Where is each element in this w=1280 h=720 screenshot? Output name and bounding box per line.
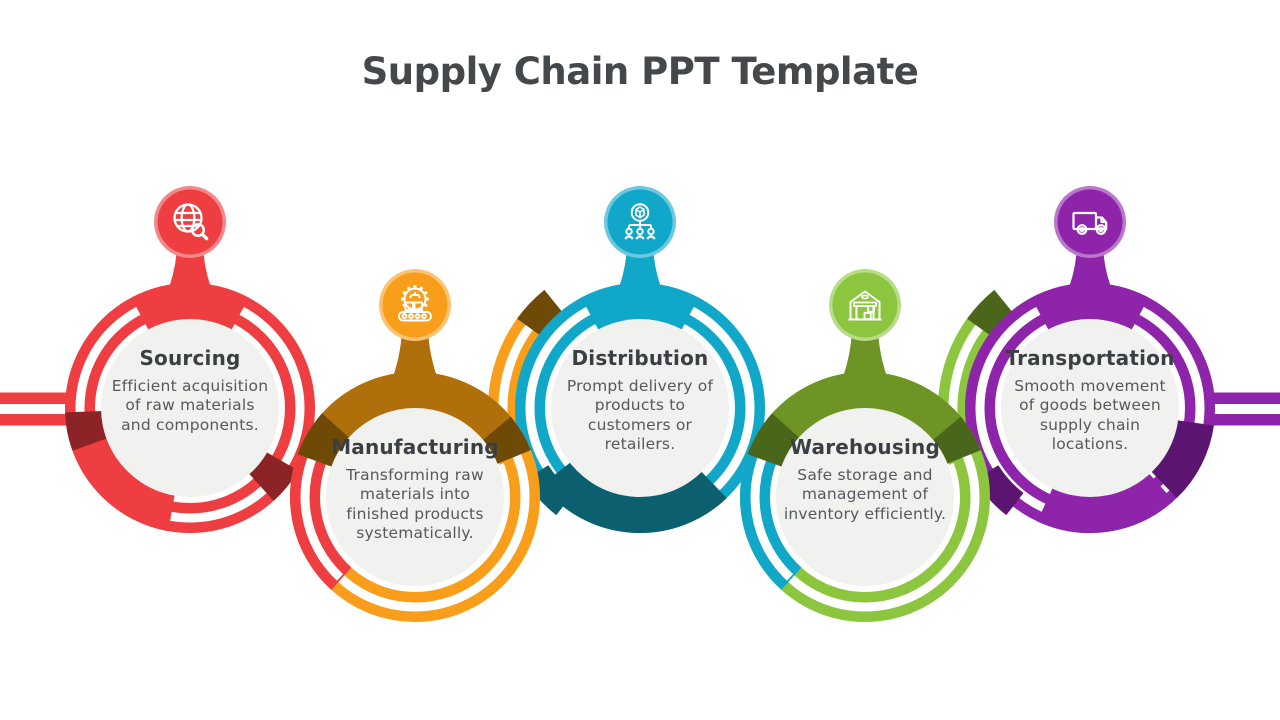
stage-name: Distribution: [571, 346, 709, 370]
stage-node-transportation: [938, 186, 1215, 533]
stem-connector: [840, 329, 890, 385]
stage-node-distribution: [488, 186, 765, 533]
stage-text-distribution: Distribution Prompt delivery of products…: [540, 346, 740, 455]
stage-inner-circle: [776, 408, 954, 586]
factory-conveyor-icon: [379, 269, 451, 341]
stage-name: Warehousing: [789, 435, 940, 459]
stage-text-sourcing: Sourcing Efficient acquisition of raw ma…: [90, 346, 290, 435]
stage-name: Transportation: [1005, 346, 1175, 370]
stem-connector: [165, 246, 215, 298]
stage-description: Efficient acquisition of raw materials a…: [111, 377, 269, 434]
stage-text-manufacturing: Manufacturing Transforming raw materials…: [315, 435, 515, 544]
stage-description: Transforming raw materials into finished…: [346, 466, 484, 543]
stage-text-warehousing: Warehousing Safe storage and management …: [765, 435, 965, 524]
stage-node-sourcing: [65, 186, 315, 533]
distribution-network-icon: [604, 186, 676, 258]
stage-description: Smooth movement of goods between supply …: [1014, 377, 1166, 454]
stem-connector: [1065, 246, 1115, 298]
stage-inner-circle: [326, 408, 504, 586]
page-title: Supply Chain PPT Template: [361, 50, 919, 93]
warehouse-icon: [829, 269, 901, 341]
stage-description: Safe storage and management of inventory…: [783, 466, 947, 523]
stage-text-transportation: Transportation Smooth movement of goods …: [990, 346, 1190, 455]
truck-icon: [1054, 186, 1126, 258]
stage-inner-circle: [101, 319, 279, 497]
stage-name: Manufacturing: [331, 435, 499, 459]
stage-node-manufacturing: [290, 269, 540, 622]
stem-connector: [615, 246, 665, 298]
stage-name: Sourcing: [139, 346, 241, 370]
stage-description: Prompt delivery of products to customers…: [566, 377, 714, 454]
stage-inner-circle: [551, 319, 729, 497]
stem-connector: [390, 329, 440, 385]
stage-node-warehousing: [740, 269, 990, 622]
stage-inner-circle: [1001, 319, 1179, 497]
globe-search-icon: [154, 186, 226, 258]
